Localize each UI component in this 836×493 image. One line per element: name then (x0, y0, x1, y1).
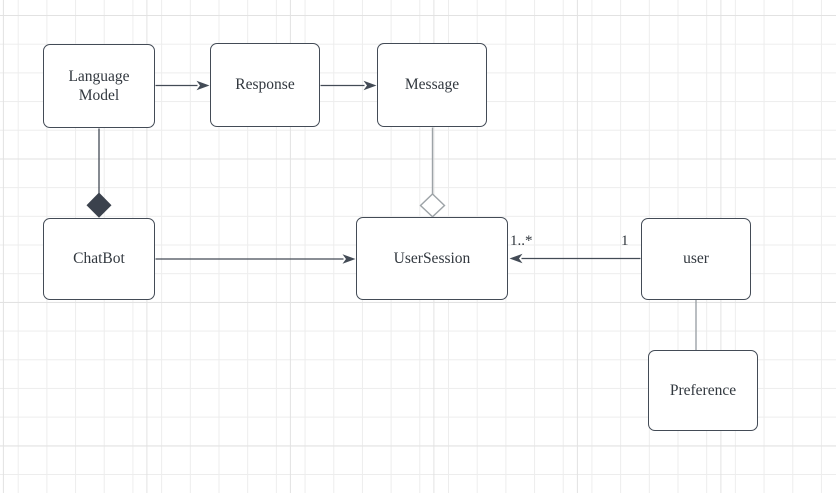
node-response[interactable]: Response (210, 43, 320, 127)
edge-language-model-to-chatbot[interactable] (86, 128, 112, 218)
node-language-model-label: Language Model (68, 67, 130, 104)
node-user[interactable]: user (641, 218, 751, 300)
node-chatbot[interactable]: ChatBot (43, 218, 155, 300)
edge-response-to-message[interactable] (320, 80, 377, 91)
node-preference-label: Preference (669, 381, 737, 399)
arrowhead-right-icon (196, 80, 210, 91)
edge-chatbot-to-user-session[interactable] (155, 254, 356, 264)
arrowhead-left-icon (509, 253, 523, 264)
node-preference[interactable]: Preference (648, 350, 758, 431)
node-message[interactable]: Message (377, 43, 487, 127)
arrowhead-right-icon (342, 254, 356, 264)
aggregation-diamond-icon (419, 193, 446, 218)
node-response-label: Response (235, 76, 295, 94)
node-language-model[interactable]: Language Model (43, 44, 155, 128)
node-message-label: Message (404, 76, 460, 94)
multiplicity-label-user-end[interactable]: 1 (621, 233, 629, 249)
node-user-session[interactable]: UserSession (356, 217, 508, 300)
edge-user-to-user-session[interactable] (509, 253, 641, 264)
node-chatbot-label: ChatBot (73, 250, 125, 268)
node-user-session-label: UserSession (393, 249, 471, 267)
node-user-label: user (683, 250, 709, 268)
arrowhead-right-icon (363, 80, 377, 91)
composition-diamond-icon (86, 192, 112, 218)
edge-language-model-to-response[interactable] (155, 80, 210, 91)
multiplicity-label-user-session-end[interactable]: 1..* (510, 233, 533, 249)
edge-message-to-user-session[interactable] (419, 127, 446, 218)
